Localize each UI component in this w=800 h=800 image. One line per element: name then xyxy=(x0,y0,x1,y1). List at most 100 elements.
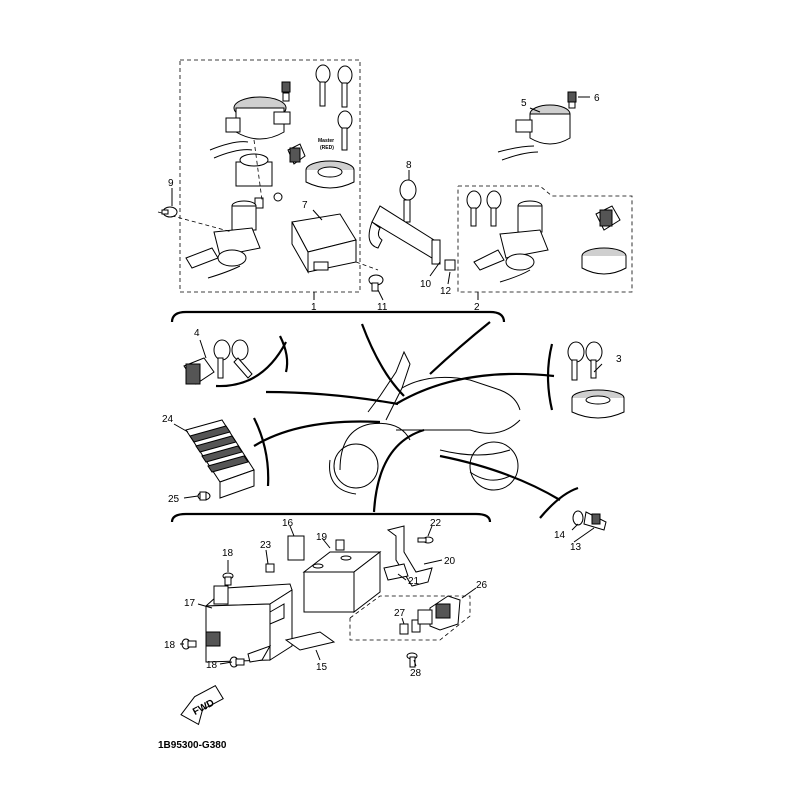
label-part-20: 20 xyxy=(444,556,456,567)
screw-18a-icon xyxy=(222,572,234,586)
kit-boundary-1 xyxy=(179,59,361,293)
fuse-box-26-icon xyxy=(429,595,461,631)
label-part-9: 9 xyxy=(168,178,174,189)
label-part-12: 12 xyxy=(440,286,452,297)
label-part-2: 2 xyxy=(474,302,480,313)
curve-battery xyxy=(372,428,425,513)
label-part-6: 6 xyxy=(594,93,600,104)
label-part-18a: 18 xyxy=(222,548,234,559)
bolt-icon-25 xyxy=(197,491,211,501)
fuel-cap-2-icon xyxy=(581,247,627,275)
label-part-11: 11 xyxy=(377,302,388,313)
fwd-arrow-icon: FWD xyxy=(180,685,224,726)
label-part-13: 13 xyxy=(570,542,582,553)
label-part-3: 3 xyxy=(616,354,622,365)
ignition-switch-icon xyxy=(209,81,291,159)
motorcycle-outline xyxy=(329,350,521,495)
label-part-7: 7 xyxy=(302,200,308,211)
leader-internal xyxy=(253,139,263,201)
bolt-22-icon xyxy=(417,536,434,544)
label-part-1: 1 xyxy=(311,302,317,313)
leader-9 xyxy=(157,211,233,233)
holder-icon xyxy=(247,645,272,663)
lock-cylinder-icon xyxy=(287,143,306,165)
label-part-19: 19 xyxy=(316,532,328,543)
label-part-10: 10 xyxy=(420,279,432,290)
battery-pad-16-icon xyxy=(287,535,305,561)
master-note-line2: (RED) xyxy=(320,145,334,151)
mounting-bracket-icon xyxy=(368,205,441,265)
label-part-16: 16 xyxy=(282,518,294,529)
label-part-4: 4 xyxy=(194,328,200,339)
curve-4 xyxy=(265,390,399,406)
leader-lines xyxy=(171,96,603,667)
label-part-26: 26 xyxy=(476,580,488,591)
label-part-15: 15 xyxy=(316,662,328,673)
screw-icon-6 xyxy=(567,91,577,109)
figure-code: 1B95300-G380 xyxy=(158,740,227,751)
bolt-icon-11 xyxy=(368,274,384,292)
battery-band-20-icon xyxy=(386,525,433,587)
kit-boundary-26 xyxy=(349,595,471,641)
lock-cylinder-2-icon xyxy=(595,205,621,231)
label-part-21: 21 xyxy=(408,576,420,587)
sensor-13-icon xyxy=(572,510,607,531)
label-part-5: 5 xyxy=(521,98,527,109)
clip-23-icon xyxy=(265,563,275,573)
brace-13 xyxy=(539,486,579,519)
label-part-24: 24 xyxy=(162,414,174,425)
brace-24 xyxy=(253,417,270,487)
lock-holder-icon xyxy=(235,153,283,209)
cdi-unit-icon xyxy=(291,213,357,274)
fuel-cap-3-group xyxy=(567,341,625,419)
bolt-28-icon xyxy=(406,652,418,668)
label-part-25: 25 xyxy=(168,494,180,505)
screw-18b-icon xyxy=(181,638,197,650)
label-part-23: 23 xyxy=(260,540,272,551)
curve-24 xyxy=(253,420,381,447)
label-part-28: 28 xyxy=(410,668,422,679)
label-part-18c: 18 xyxy=(206,660,218,671)
fuse-kit-group xyxy=(349,595,471,641)
cover-21-icon xyxy=(383,563,409,581)
curve-2 xyxy=(429,321,491,375)
key-blank-icon xyxy=(399,179,417,223)
nut-icon-12 xyxy=(444,259,456,271)
key-pair-icon xyxy=(466,190,502,227)
battery-19-icon xyxy=(302,539,382,614)
key-set-icon xyxy=(315,64,353,151)
screw-icon xyxy=(161,206,178,218)
rectifier-24-icon xyxy=(185,419,255,499)
label-part-22: 22 xyxy=(430,518,442,529)
sheet-15-icon xyxy=(284,631,336,651)
ignition-kit-group-1: Master (RED) xyxy=(157,59,379,293)
leader-11 xyxy=(355,261,379,271)
ignition-kit-group-2 xyxy=(457,185,633,293)
battery-box-17-icon xyxy=(204,583,293,663)
brace-3 xyxy=(546,343,554,411)
curve-4-top xyxy=(215,341,287,388)
bracket-group xyxy=(368,179,456,292)
curve-13 xyxy=(439,454,561,501)
label-part-18b: 18 xyxy=(164,640,176,651)
steering-lock-2-icon xyxy=(473,200,549,283)
kit-boundary-2 xyxy=(457,185,633,293)
label-part-17: 17 xyxy=(184,598,196,609)
steering-lock-icon xyxy=(185,200,261,279)
label-part-8: 8 xyxy=(406,160,412,171)
brace-battery xyxy=(170,512,492,523)
ignition-switch-5-group xyxy=(497,91,577,161)
brace-top xyxy=(170,310,506,323)
part-labels: 1 2 3 4 5 6 7 8 9 10 11 12 13 14 15 16 1… xyxy=(162,93,622,679)
fuse-27-icon xyxy=(399,609,433,635)
seat-lock-4-group xyxy=(183,339,253,385)
brace-4 xyxy=(279,335,289,373)
screw-18c-icon xyxy=(229,656,245,668)
label-part-14: 14 xyxy=(554,530,566,541)
curve-3 xyxy=(395,372,555,405)
fuel-cap-icon xyxy=(305,160,355,189)
label-part-27: 27 xyxy=(394,608,406,619)
master-note-line1: Master xyxy=(318,138,334,144)
